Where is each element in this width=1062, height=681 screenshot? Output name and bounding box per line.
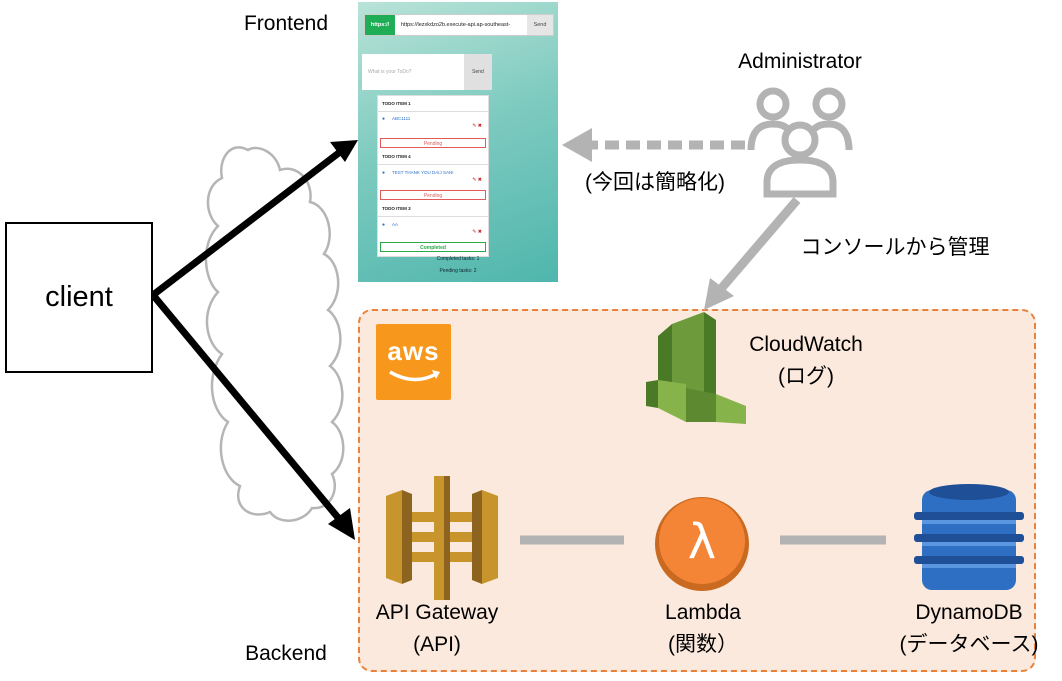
client-to-frontend-arrowhead [330,140,358,162]
bullet-icon: ● [382,170,386,176]
bullet-icon: ● [382,222,386,228]
client-to-frontend-arrow [150,149,343,298]
todo-item-title: TODO ITEM 4 [382,154,411,159]
frontend-simplified-note: (今回は簡略化) [585,171,725,194]
edit-delete-icons: ✎ ✖ [472,123,482,129]
dynamodb-icon [914,484,1024,590]
cloudwatch-icon [646,312,746,424]
api-gateway-label: API Gateway [375,601,499,624]
status-completed: Completed [380,242,486,252]
edit-delete-icons: ✎ ✖ [472,229,482,235]
url-bar: https:// https://lezxkdzo2b.execute-api.… [364,14,554,36]
frontend-label: Frontend [243,12,329,35]
status-pending: Pending [380,138,486,148]
divider [378,216,488,217]
admin-to-frontend-arrowhead [562,128,592,162]
lambda-icon: λ [655,497,749,591]
completed-tasks-count: Completed tasks: 1 [436,256,480,262]
lambda-label: Lambda [665,601,741,624]
console-management-note: コンソールから管理 [800,236,990,259]
aws-logo-text: aws [387,336,440,366]
divider [378,111,488,112]
divider [378,164,488,165]
todo-send-button: Send [464,54,492,90]
todo-item-text: TEST THANK YOU DAIJ SAN! [392,170,454,175]
admin-to-cloudwatch-arrowhead [704,278,734,310]
svg-text:λ: λ [688,514,716,570]
aws-smile-icon [389,370,440,382]
dynamodb-label: DynamoDB [915,601,1023,624]
todo-item-text: ABC1111 [392,116,411,121]
cloudwatch-label: CloudWatch [749,333,863,356]
internet-cloud [204,146,345,522]
todo-list: TODO ITEM 1 ● ABC1111 ✎ ✖ Pending TODO I… [377,95,489,257]
admin-to-cloudwatch-arrow [716,197,801,293]
status-pending: Pending [380,190,486,200]
lambda-sublabel: (関数） [668,633,738,656]
dynamodb-sublabel: (データベース) [899,633,1039,656]
url-scheme-badge: https:// [365,15,395,35]
url-send-button: Send [527,15,553,35]
client-box: client [5,222,153,373]
aws-logo: aws [376,324,451,400]
frontend-screenshot: https:// https://lezxkdzo2b.execute-api.… [358,2,558,282]
url-text: https://lezxkdzo2b.execute-api.ap-southe… [401,22,511,28]
pending-tasks-count: Pending tasks: 2 [439,268,477,274]
api-gateway-icon [386,476,498,600]
todo-item-title: TODO ITEM 1 [382,101,411,106]
cloudwatch-sublabel: (ログ) [778,365,834,388]
client-to-api-arrow [150,292,343,523]
edit-delete-icons: ✎ ✖ [472,177,482,183]
administrator-label: Administrator [738,50,862,73]
todo-item-text: AA [392,222,399,227]
client-label: client [45,281,113,313]
users-group-icon [747,87,853,198]
backend-label: Backend [245,642,327,665]
bullet-icon: ● [382,116,386,122]
client-to-api-arrowhead [328,508,355,540]
api-gateway-sublabel: (API) [413,633,461,656]
todo-item-title: TODO ITEM 3 [382,206,411,211]
